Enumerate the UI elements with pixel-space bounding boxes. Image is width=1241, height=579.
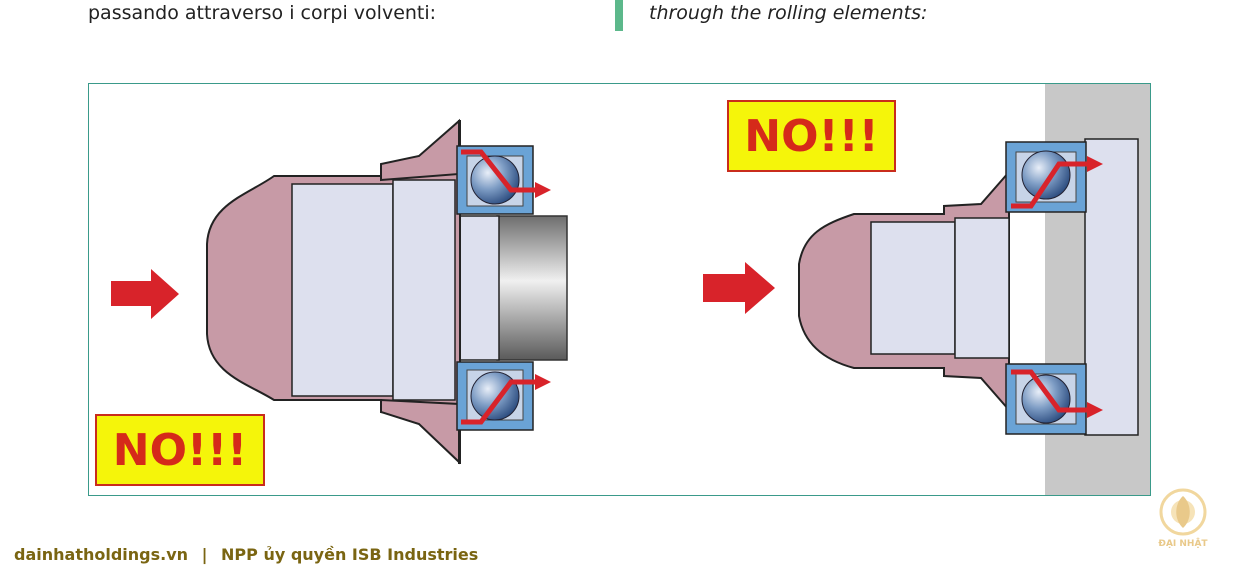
ball-upper-right xyxy=(1021,150,1071,200)
column-divider-bar xyxy=(615,0,623,31)
footer-site[interactable]: dainhatholdings.vn xyxy=(14,545,189,564)
outer-ring-right xyxy=(1084,138,1139,436)
force-path-lower-right xyxy=(1011,369,1089,413)
warning-label-left: NO!!! xyxy=(95,414,265,486)
dai-nhat-logo-icon xyxy=(1159,488,1207,536)
header-text-italian: passando attraverso i corpi volventi: xyxy=(88,2,437,24)
warning-label-right: NO!!! xyxy=(727,100,896,172)
push-arrow-left xyxy=(111,269,179,319)
bearing-mounting-illustration xyxy=(111,84,1150,495)
ball-upper-left xyxy=(470,155,520,205)
ball-lower-right xyxy=(1021,374,1071,424)
tool-core-left xyxy=(291,183,394,397)
footer-separator: | xyxy=(201,545,208,564)
force-path-upper-right xyxy=(1011,161,1089,209)
mounting-illustration-frame: NO!!! NO!!! xyxy=(88,83,1151,496)
force-path-lower-left xyxy=(461,379,537,425)
logo-text: ĐẠI NHẬT xyxy=(1158,539,1208,549)
ball-lower-left xyxy=(470,371,520,421)
tool-core-right xyxy=(870,221,956,355)
force-path-upper-left xyxy=(461,149,537,193)
footer-tagline: NPP ủy quyền ISB Industries xyxy=(221,545,479,564)
header-text-english: through the rolling elements: xyxy=(649,2,928,24)
footer-credit: dainhatholdings.vn | NPP ủy quyền ISB In… xyxy=(14,545,478,564)
inner-ring-left xyxy=(454,215,500,361)
push-arrow-right xyxy=(703,262,775,314)
shaft-left xyxy=(496,215,568,361)
